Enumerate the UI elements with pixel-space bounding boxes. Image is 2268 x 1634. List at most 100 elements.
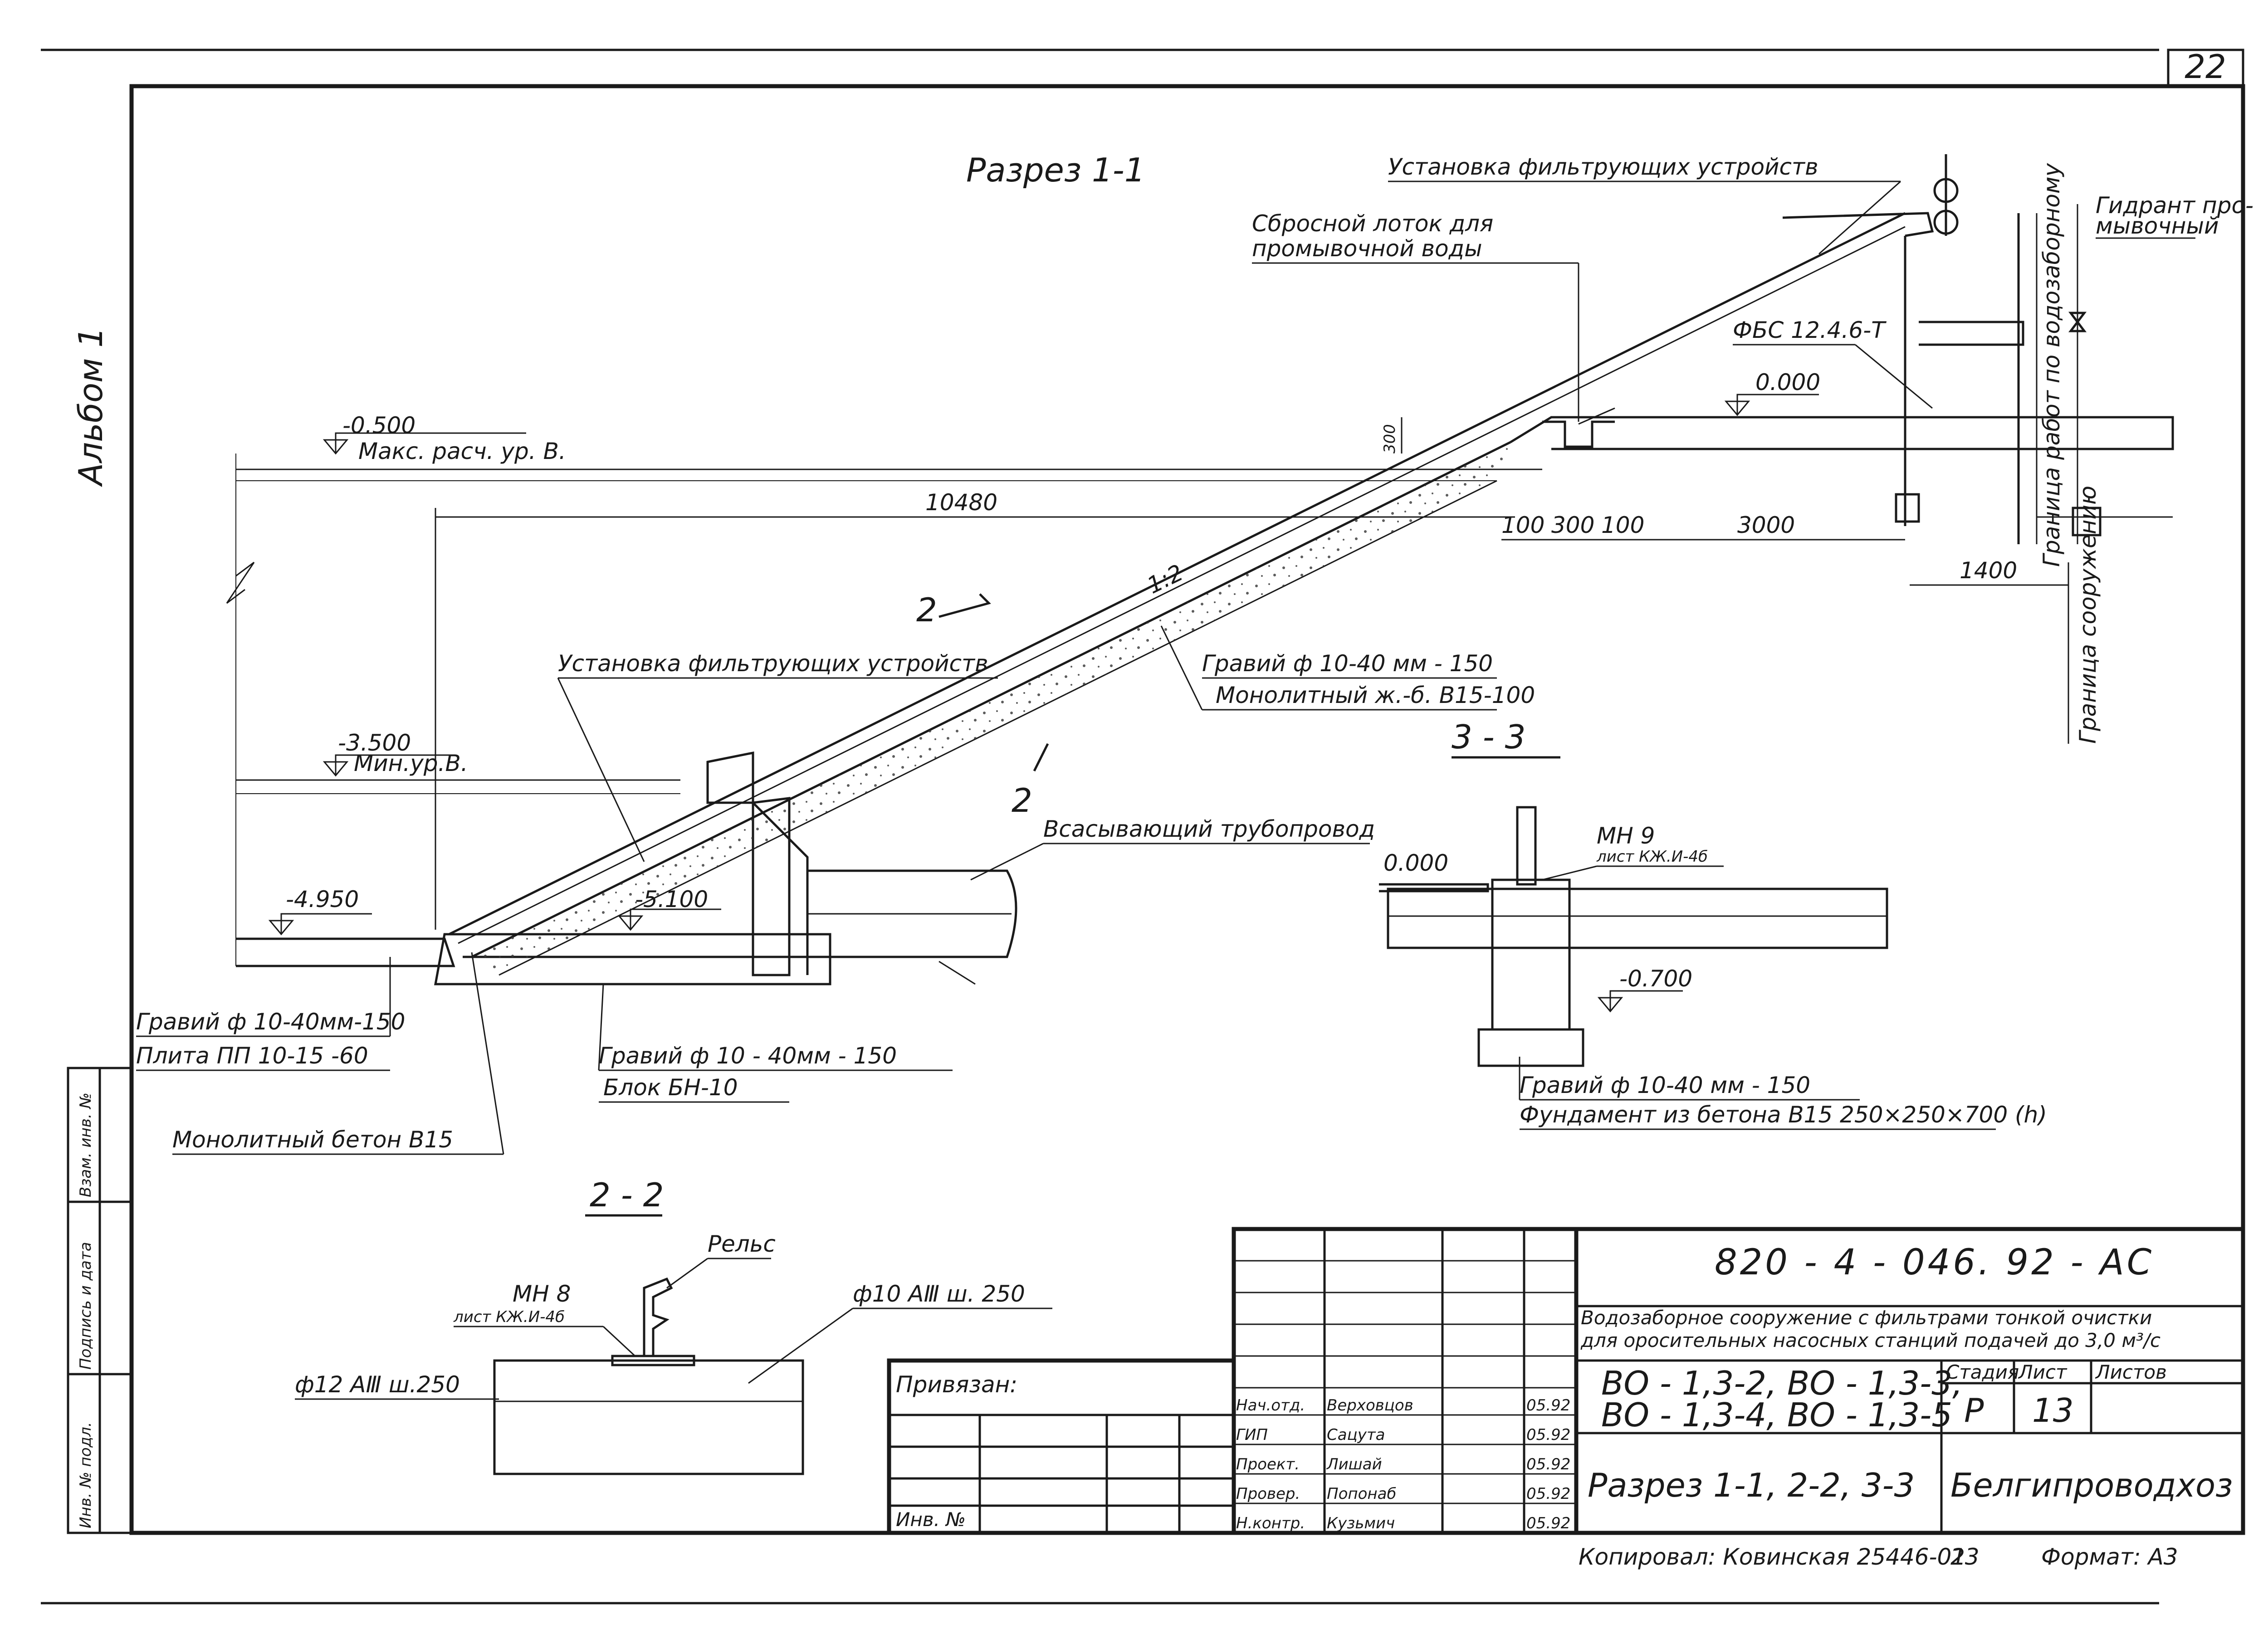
sig-date-0: 05.92 xyxy=(1526,1396,1570,1415)
sheet-value: 13 xyxy=(2032,1391,2074,1429)
sig-role-0: Нач.отд. xyxy=(1236,1396,1305,1415)
hydrant-base xyxy=(2072,507,2102,537)
dim-100-b: 100 xyxy=(1601,512,1644,538)
stage-header: Стадия xyxy=(1946,1361,2019,1383)
level-zero: 0.000 xyxy=(1755,369,1820,395)
sig-name-4: Кузьмич xyxy=(1327,1514,1395,1532)
dim-100-a: 100 xyxy=(1501,512,1545,538)
section-3-3-title: 3 - 3 xyxy=(1452,718,1525,756)
side-stamp: Инв. № подл. Подпись и дата Взам. инв. № xyxy=(67,1067,133,1534)
dim-3000: 3000 xyxy=(1737,512,1795,538)
rail-leader xyxy=(666,1258,708,1289)
intake-wall xyxy=(752,797,791,976)
foundation-33-text: Фундамент из бетона В15 250×250×700 (h) xyxy=(1520,1102,2047,1128)
top-platform xyxy=(1510,416,2174,450)
leader-filter-top xyxy=(1818,180,1901,255)
sig-date-3: 05.92 xyxy=(1526,1485,1570,1503)
label-plate: Плита ПП 10-15 -60 xyxy=(136,1043,368,1069)
label-drain-tray-1: Сбросной лоток для xyxy=(1252,210,1493,237)
slope-ratio: 1:2 xyxy=(1143,559,1188,599)
level-700-marker xyxy=(1597,990,1683,1013)
level-700: -0.700 xyxy=(1619,966,1692,992)
section-2-2-title: 2 - 2 xyxy=(590,1176,664,1214)
section-arrow-bottom xyxy=(1033,743,1049,772)
max-level-value: -0.500 xyxy=(342,412,415,439)
post-33 xyxy=(1516,806,1537,886)
gravel-bottom-left xyxy=(236,937,455,967)
label-block: Блок БН-10 xyxy=(603,1074,738,1101)
hydrant-valve xyxy=(2068,312,2087,332)
sig-name-3: Попонаб xyxy=(1327,1485,1396,1503)
album-label: Альбом 1 xyxy=(72,327,110,487)
mn9-leader xyxy=(1542,865,1597,881)
drain-tray xyxy=(1542,420,1615,448)
slope-line-2 xyxy=(458,226,1906,944)
sheet-header: Лист xyxy=(2018,1361,2068,1383)
max-level-marker xyxy=(323,432,526,455)
label-fbs: ФБС 12.4.6-Т xyxy=(1733,317,1887,343)
sig-name-0: Верховцов xyxy=(1327,1396,1413,1415)
section-mark-top: 2 xyxy=(916,591,937,629)
break-line-left xyxy=(226,561,255,604)
inv-no-label: Инв. № xyxy=(896,1508,966,1531)
section-mark-bottom: 2 xyxy=(1012,781,1032,819)
section-2-2: 2 - 2 Рельс МН 8 лист КЖ.И-4б ф10 АⅢ ш. … xyxy=(295,1176,1052,1475)
section-1-1-title: Разрез 1-1 xyxy=(966,151,1145,189)
footer-format: Формат: А3 xyxy=(2041,1544,2178,1570)
min-level-marker xyxy=(323,754,454,777)
dim-300: 300 xyxy=(1551,512,1594,538)
slab-33 xyxy=(1387,888,1888,949)
foundation-33 xyxy=(1491,878,1571,1031)
side-stamp-signature: Подпись и дата xyxy=(77,1242,95,1370)
bound-label: Привязан: xyxy=(896,1371,1017,1398)
fbs-base xyxy=(1895,493,1920,523)
side-stamp-replacement: Взам. инв. № xyxy=(77,1093,95,1197)
level-zero-33-text: 0.000 xyxy=(1383,850,1448,876)
slope-top-line xyxy=(448,212,1906,936)
section-3-3: 3 - 3 0.000 МН 9 лист КЖ.И-4б -0.700 Гра… xyxy=(1379,718,2047,1130)
filter-device-top xyxy=(1782,212,1934,237)
level-4950-marker xyxy=(268,913,372,936)
min-level-value: -3.500 xyxy=(338,730,411,756)
foundation-gravel-33 xyxy=(1477,1028,1584,1067)
label-drain-tray-2: промывочной воды xyxy=(1252,235,1482,262)
label-gravel-mid: Гравий ф 10 - 40мм - 150 xyxy=(599,1043,897,1069)
dim-300-vertical: 300 xyxy=(1381,424,1399,454)
level-4950: -4.950 xyxy=(286,886,359,912)
bottom-slab xyxy=(434,933,831,985)
gravel-33: Гравий ф 10-40 мм - 150 xyxy=(1520,1072,1810,1098)
leader-fbs xyxy=(1855,344,1933,409)
min-water-label: Мин.ур.В. xyxy=(354,750,468,776)
slab-22 xyxy=(493,1359,804,1475)
suction-pipe xyxy=(807,869,1017,958)
label-filter-devices-top: Установка фильтрующих устройств xyxy=(1388,154,1818,180)
variants-2: ВО - 1,3-4, ВО - 1,3-5 xyxy=(1601,1396,1952,1434)
label-monolithic-rc: Монолитный ж.-б. В15-100 xyxy=(1216,682,1535,708)
pipe-support xyxy=(938,961,976,985)
leader-monolithic xyxy=(1160,625,1203,710)
dim-1400: 1400 xyxy=(1960,557,2017,584)
mn8: МН 8 xyxy=(513,1281,571,1307)
label-gravel-left: Гравий ф 10-40мм-150 xyxy=(136,1009,405,1035)
label-filter-devices-lower: Установка фильтрующих устройств xyxy=(558,650,988,677)
title-block: 820 - 4 - 046. 92 - АС Водозаборное соор… xyxy=(887,1227,2245,1535)
label-gravel-slope: Гравий ф 10-40 мм - 150 xyxy=(1202,650,1493,677)
page-number-box xyxy=(2167,49,2244,88)
organization: Белгипроводхоз xyxy=(1950,1466,2233,1504)
stage-value: Р xyxy=(1964,1391,1984,1429)
sig-name-1: Сацута xyxy=(1327,1426,1385,1444)
leader-gravel-mid xyxy=(598,984,604,1071)
rebar-left: ф12 АⅢ ш.250 xyxy=(295,1371,460,1398)
sheets-header: Листов xyxy=(2095,1361,2167,1383)
rebar-top-leader xyxy=(748,1307,853,1384)
sig-date-4: 05.92 xyxy=(1526,1514,1570,1532)
label-suction-pipe: Всасывающий трубопровод xyxy=(1043,816,1375,842)
mn8-sheet-ref: лист КЖ.И-4б xyxy=(453,1308,565,1326)
sig-role-1: ГИП xyxy=(1236,1426,1268,1444)
level-zero-marker xyxy=(1724,394,1819,416)
page-number: 22 xyxy=(2185,48,2226,86)
variants-1: ВО - 1,3-2, ВО - 1,3-3, xyxy=(1601,1364,1963,1402)
document-code: 820 - 4 - 046. 92 - АС xyxy=(1715,1242,2154,1283)
label-monolithic-concrete: Монолитный бетон В15 xyxy=(172,1127,453,1153)
